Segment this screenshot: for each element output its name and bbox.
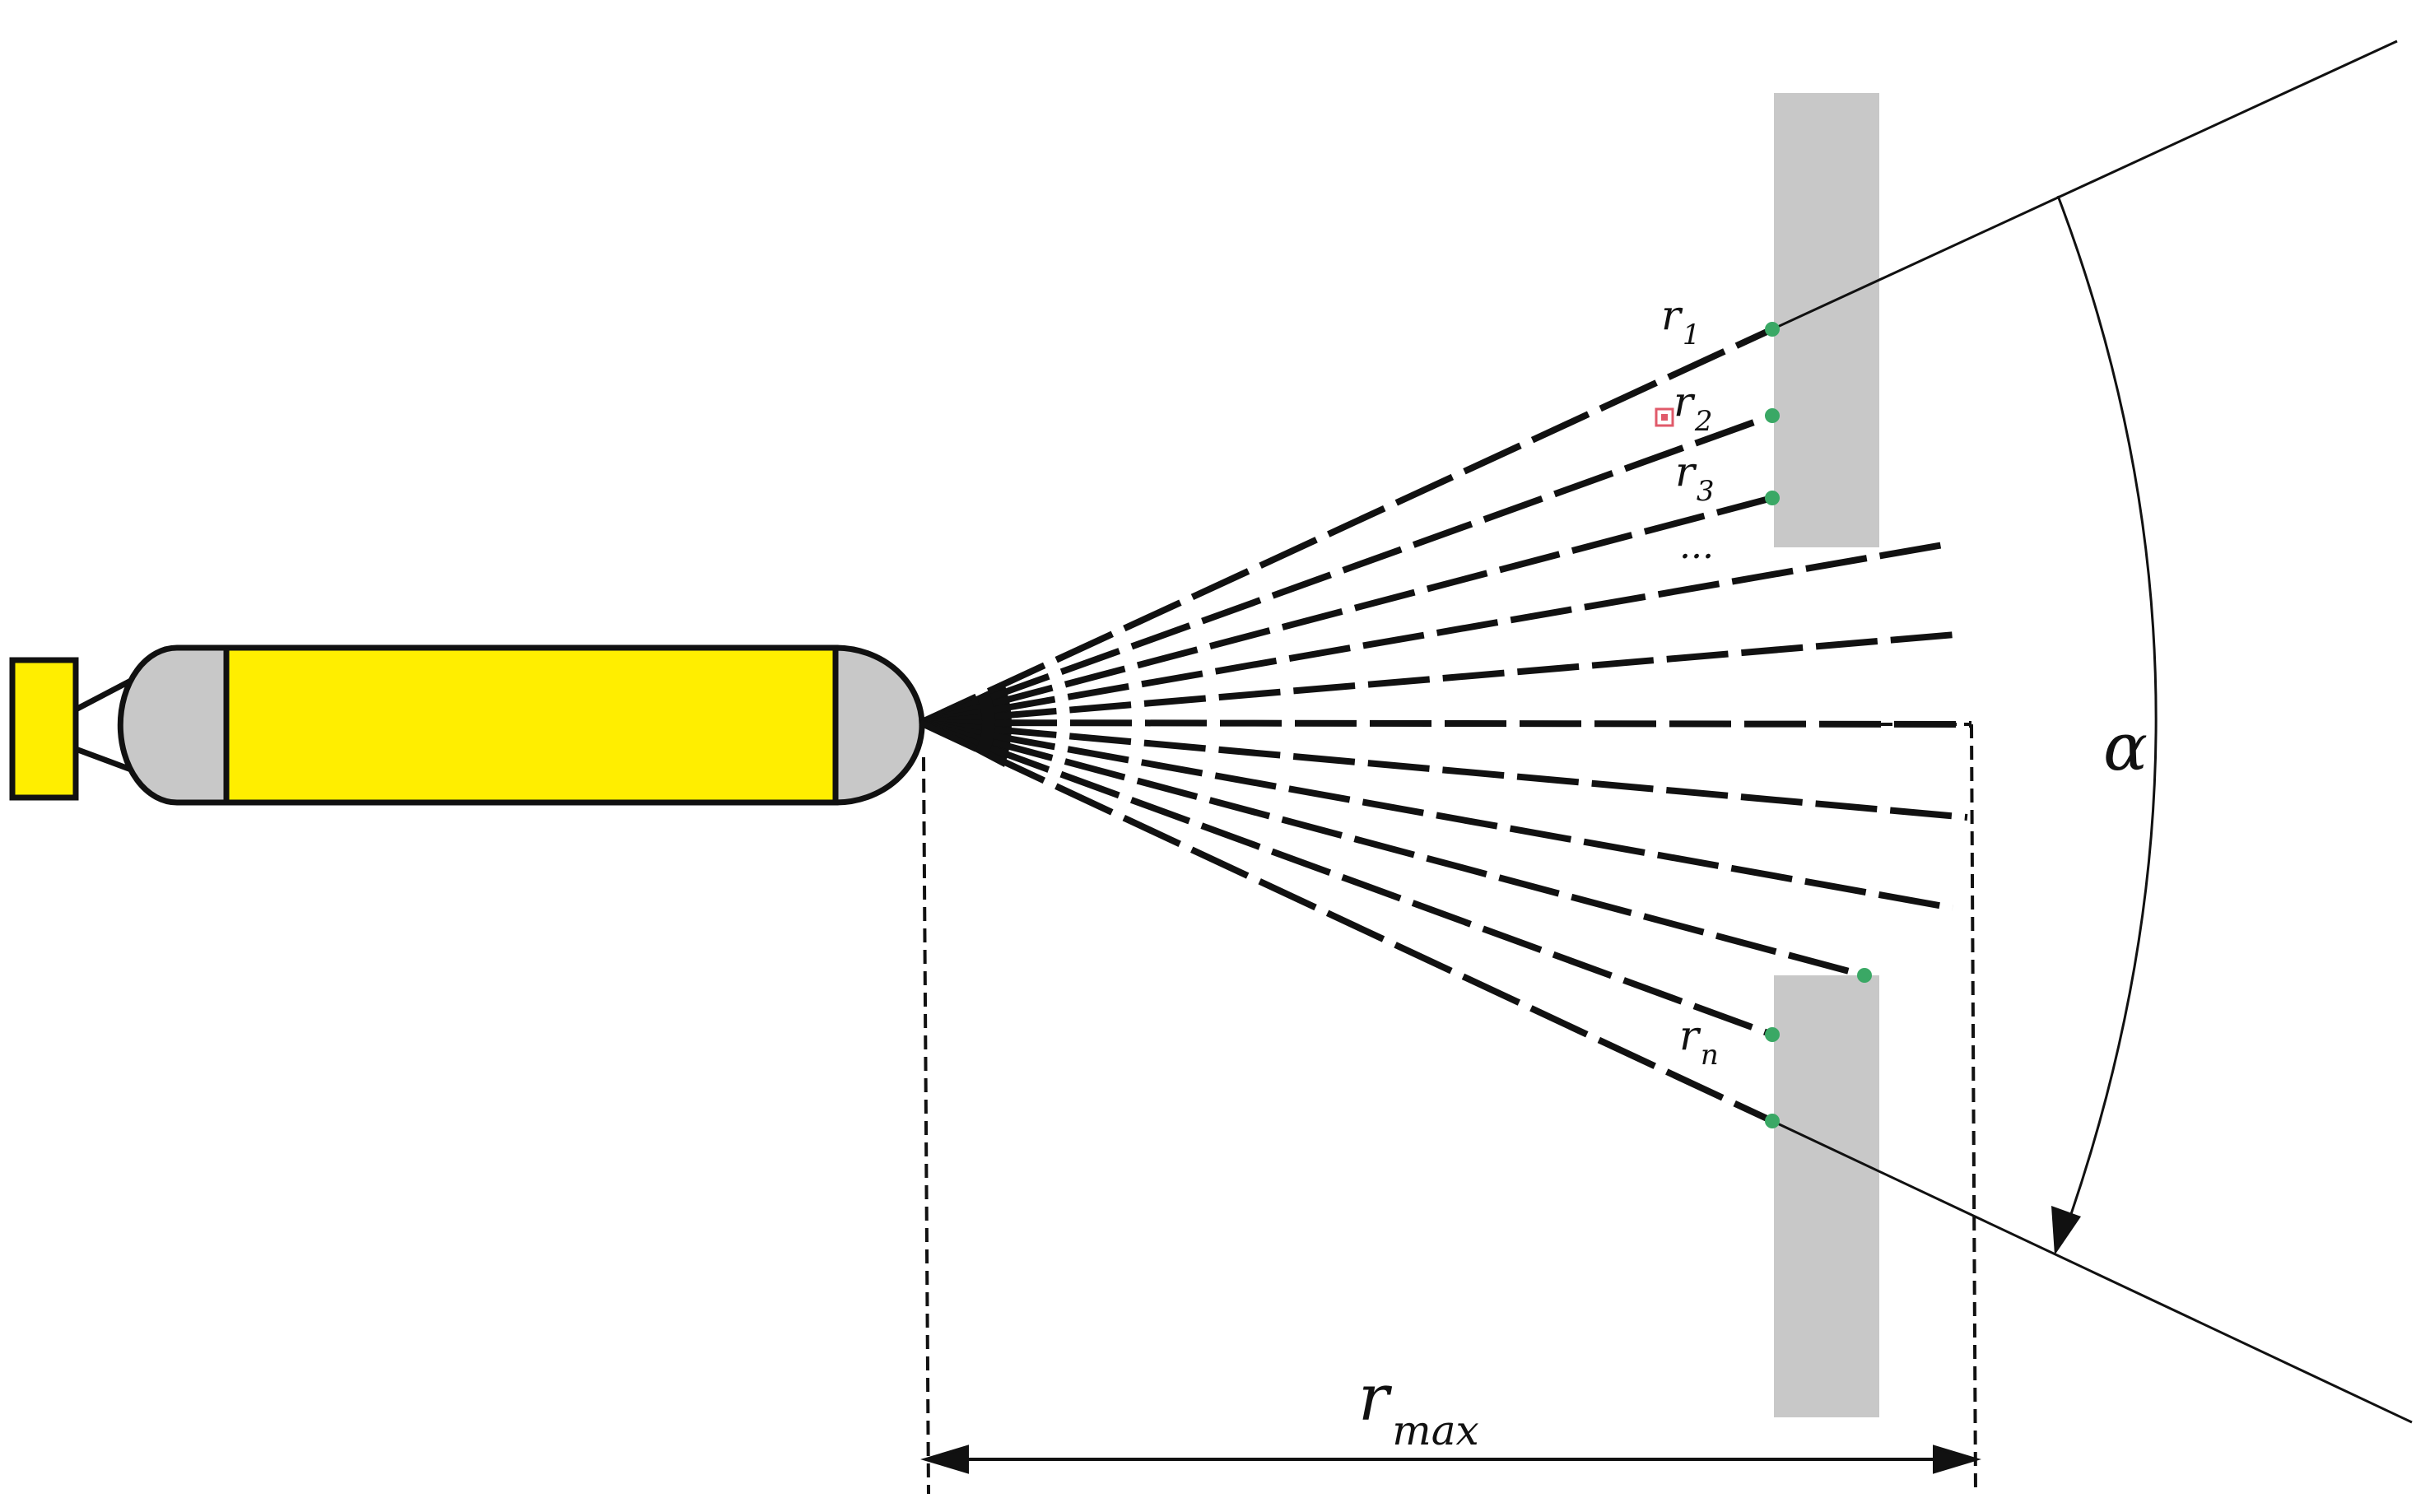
rmax-left-extension xyxy=(922,756,930,1495)
obstacle-lower xyxy=(1774,975,1879,1417)
fov-boundary-lower xyxy=(1771,1119,2413,1424)
hit-points xyxy=(1765,322,1872,1128)
beam-lower-boundary xyxy=(919,719,1774,1124)
label-rn: rn xyxy=(1679,1012,1719,1072)
rmax-arrow xyxy=(920,1445,1981,1474)
vehicle-body xyxy=(223,644,839,806)
beams xyxy=(919,326,1972,1124)
label-r3: r3 xyxy=(1675,448,1715,508)
label-r1: r1 xyxy=(1661,291,1701,351)
alpha-arrowhead xyxy=(2051,1206,2081,1255)
vehicle-rear-cap xyxy=(117,644,230,806)
label-r2: r2 xyxy=(1674,378,1713,438)
rmax-arrowhead-right xyxy=(1933,1445,1981,1474)
beam-rn xyxy=(919,719,1774,1038)
alpha-arc xyxy=(2056,195,2158,1215)
beam-lower-edge xyxy=(919,719,1866,979)
vehicle xyxy=(9,644,1012,806)
marker-icon xyxy=(1655,407,1674,427)
fov-boundary-upper xyxy=(1771,40,2398,331)
beam-7 xyxy=(919,719,1968,821)
label-rmax: rmax xyxy=(1358,1361,1479,1454)
beam-center xyxy=(919,719,1972,728)
hit-point-rn xyxy=(1765,1027,1780,1042)
label-ellipsis: ... xyxy=(1679,525,1714,567)
vehicle-rear-box xyxy=(9,657,79,801)
beam-8 xyxy=(919,719,1953,911)
vehicle-front-cap xyxy=(832,644,925,806)
beam-r3 xyxy=(919,495,1774,726)
hit-point-r3 xyxy=(1765,491,1780,505)
rmax-arrowhead-left xyxy=(920,1445,969,1474)
beam-4 xyxy=(919,540,1953,726)
beam-5 xyxy=(919,630,1966,726)
label-alpha: α xyxy=(2103,709,2148,785)
beam-r2 xyxy=(919,412,1774,726)
rmax-right-extension xyxy=(1970,723,1977,1495)
hit-point-r1 xyxy=(1765,322,1780,337)
rmax-dimension xyxy=(922,723,1977,1495)
beam-r1 xyxy=(919,326,1774,726)
hit-point-lower-edge xyxy=(1857,968,1872,983)
hit-point-lower-boundary xyxy=(1765,1114,1780,1128)
hit-point-r2 xyxy=(1765,408,1780,423)
